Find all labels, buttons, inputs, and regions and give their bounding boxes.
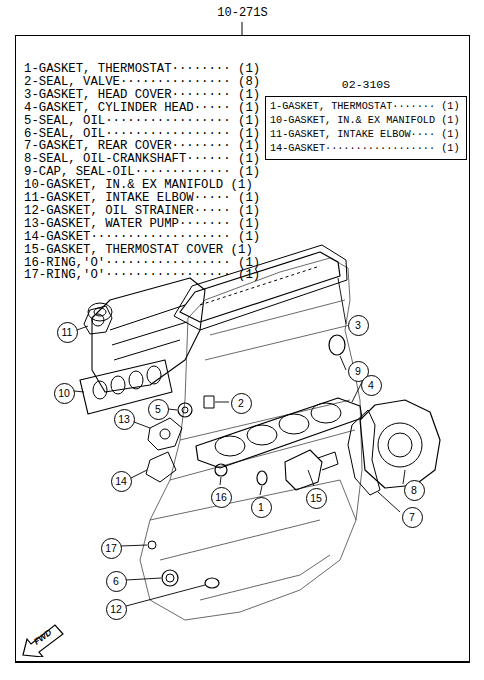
part-list-line: 8-SEAL, OIL-CRANKSHAFT······ (1): [24, 153, 260, 166]
part-list-line: 16-RING,'O'················· (1): [24, 257, 260, 270]
o-ring: [148, 541, 156, 549]
part-line: 10-GASKET, IN.& EX MANIFOLD (1): [270, 114, 462, 128]
kit-number: 02-310S: [266, 78, 466, 92]
part-list-line: 12-GASKET, OIL STRAINER····· (1): [24, 205, 260, 218]
part-list-line: 10-GASKET, IN.& EX MANIFOLD (1): [24, 179, 253, 192]
callout-number: 12: [110, 603, 122, 615]
part-list-line: 6-SEAL, OIL················· (1): [24, 128, 260, 141]
callout-number: 3: [355, 319, 361, 331]
part-list-line: 3-GASKET, HEAD COVER········ (1): [24, 89, 260, 102]
callout-circle: 17: [101, 538, 122, 559]
part-list-line: 17-RING,'O'················· (1): [24, 269, 260, 282]
part-list-line: 2-SEAL, VALVE··············· (8): [24, 76, 260, 89]
callout-number: 7: [409, 511, 415, 523]
part-list-line: 7-GASKET, REAR COVER········ (1): [24, 140, 260, 153]
thermostat-cover: [285, 450, 322, 490]
intake-manifold: [88, 278, 205, 392]
callout-number: 1: [258, 501, 264, 513]
callout-circle: 8: [404, 480, 425, 501]
part-line: 11-GASKET, INTAKE ELBOW···· (1): [270, 128, 462, 142]
part-list-line: 13-GASKET, WATER PUMP······· (1): [24, 218, 260, 231]
gasket-14: [146, 452, 176, 482]
part-list-line: 15-GASKET, THERMOSTAT COVER (1): [24, 244, 253, 257]
seal-cap: [329, 335, 345, 355]
sub-kit-box: 02-310S1-GASKET, THERMOSTAT······· (1)10…: [265, 96, 467, 160]
callout-circle: 10: [54, 383, 75, 404]
callout-circle: 7: [402, 507, 423, 528]
callout-number: 9: [355, 365, 361, 377]
callout-circle: 12: [106, 599, 127, 620]
callout-circle: 13: [114, 409, 135, 430]
callout-circle: 3: [348, 315, 369, 336]
part-list-line: 1-GASKET, THERMOSTAT········ (1): [24, 63, 260, 76]
callout-circle: 16: [211, 487, 232, 508]
callout-circle: 4: [361, 375, 382, 396]
part-line: 1-GASKET, THERMOSTAT······· (1): [270, 100, 462, 114]
callout-circle: 11: [57, 322, 78, 343]
callout-number: 17: [105, 542, 117, 554]
callout-number: 16: [215, 491, 227, 503]
fwd-arrow: FWD: [21, 623, 65, 657]
thermostat-gasket: [257, 471, 267, 485]
callout-number: 13: [118, 413, 130, 425]
part-list-line: 14-GASKET··················· (1): [24, 231, 260, 244]
callout-number: 14: [115, 475, 127, 487]
callout-number: 5: [155, 403, 161, 415]
callout-number: 6: [113, 575, 119, 587]
intake-elbow-gasket: [84, 306, 112, 334]
strainer-gasket: [205, 578, 219, 588]
valve-seal: [204, 396, 214, 408]
callout-circle: 2: [231, 393, 252, 414]
callout-circle: 6: [106, 571, 127, 592]
callout-number: 11: [62, 326, 73, 338]
rear-cover: [348, 400, 440, 495]
callout-circle: 14: [111, 471, 132, 492]
part-list-line: 4-GASKET, CYLINDER HEAD····· (1): [24, 102, 260, 115]
callout-number: 10: [58, 387, 70, 399]
callout-circle: 5: [148, 399, 169, 420]
water-pump-gasket: [148, 418, 182, 450]
o-ring: [215, 464, 227, 476]
part-list-line: 5-SEAL, OIL················· (1): [24, 115, 260, 128]
callout-circle: 15: [306, 488, 327, 509]
head-gasket: [196, 398, 362, 468]
oil-seal: [162, 570, 178, 586]
callout-number: 4: [368, 379, 374, 391]
callout-number: 8: [411, 484, 417, 496]
title-tick: [242, 22, 243, 35]
oil-seal: [178, 403, 192, 417]
part-list-line: 9-CAP, SEAL-OIL············· (1): [24, 166, 260, 179]
manifold-gasket: [80, 360, 172, 414]
leader-lines: [74, 278, 405, 606]
callout-number: 15: [310, 492, 322, 504]
part-line: 14-GASKET·················· (1): [270, 142, 462, 156]
part-list-line: 11-GASKET, INTAKE ELBOW····· (1): [24, 192, 260, 205]
kit-number: 10-271S: [16, 6, 469, 20]
callout-circle: 1: [251, 497, 272, 518]
callout-number: 2: [238, 397, 244, 409]
